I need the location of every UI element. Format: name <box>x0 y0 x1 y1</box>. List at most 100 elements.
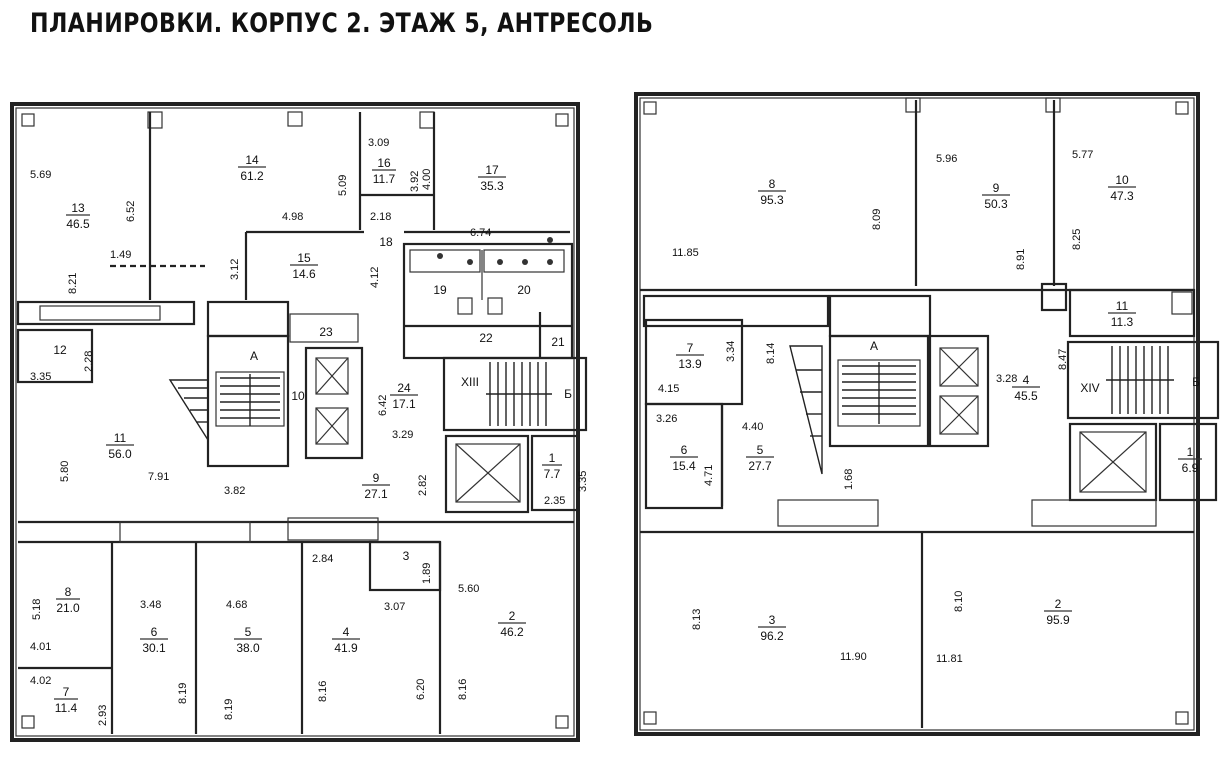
svg-text:95.9: 95.9 <box>1046 613 1070 627</box>
svg-text:8.14: 8.14 <box>765 343 777 364</box>
mezzanine-plan <box>634 92 1220 736</box>
floor5-room-labels: 13 46.5 14 61.2 16 11.7 17 35.3 15 14.6 … <box>53 153 572 715</box>
svg-text:3.09: 3.09 <box>368 137 389 149</box>
svg-text:4: 4 <box>1023 373 1030 387</box>
svg-text:6.42: 6.42 <box>377 395 389 416</box>
svg-text:30.1: 30.1 <box>142 641 166 655</box>
svg-text:3.48: 3.48 <box>140 599 161 611</box>
svg-text:8.19: 8.19 <box>223 699 235 720</box>
svg-text:1: 1 <box>549 451 556 465</box>
svg-text:2.82: 2.82 <box>417 475 429 496</box>
room-17[interactable]: 17 35.3 <box>478 163 506 193</box>
room-7[interactable]: 7 11.4 <box>54 685 78 715</box>
svg-text:2.35: 2.35 <box>544 495 565 507</box>
svg-text:4.01: 4.01 <box>30 641 51 653</box>
label-21: 21 <box>551 335 565 349</box>
svg-text:3.12: 3.12 <box>229 259 241 280</box>
room-4[interactable]: 4 41.9 <box>332 625 360 655</box>
label-10: 10 <box>291 389 305 403</box>
svg-text:56.0: 56.0 <box>108 447 132 461</box>
svg-text:6.20: 6.20 <box>415 679 427 700</box>
svg-text:2: 2 <box>1055 597 1062 611</box>
svg-text:10: 10 <box>1115 173 1129 187</box>
svg-text:4.00: 4.00 <box>421 169 433 190</box>
svg-text:35.3: 35.3 <box>480 179 504 193</box>
svg-text:15: 15 <box>297 251 311 265</box>
svg-text:24: 24 <box>397 381 411 395</box>
svg-text:27.1: 27.1 <box>364 487 388 501</box>
room-8[interactable]: 8 21.0 <box>56 585 80 615</box>
svg-text:8: 8 <box>65 585 72 599</box>
room-6[interactable]: 6 30.1 <box>140 625 168 655</box>
label-19: 19 <box>433 283 447 297</box>
label-12: 12 <box>53 343 67 357</box>
room-16[interactable]: 16 11.7 <box>372 156 396 186</box>
room-15[interactable]: 15 14.6 <box>290 251 318 281</box>
svg-text:50.3: 50.3 <box>984 197 1008 211</box>
svg-text:2.28: 2.28 <box>83 351 95 372</box>
room-2[interactable]: 2 46.2 <box>498 609 526 639</box>
svg-text:4.12: 4.12 <box>369 267 381 288</box>
svg-text:11.4: 11.4 <box>55 701 78 715</box>
svg-text:2.18: 2.18 <box>370 211 391 223</box>
room-1[interactable]: 1 7.7 <box>542 451 562 481</box>
mezz-room-8[interactable]: 8 95.3 <box>758 177 786 207</box>
mezz-room-11[interactable]: 11 11.3 <box>1108 299 1136 329</box>
svg-text:7.7: 7.7 <box>544 467 561 481</box>
mezz-room-4[interactable]: 4 45.5 <box>1012 373 1040 403</box>
room-5[interactable]: 5 38.0 <box>234 625 262 655</box>
svg-text:4.15: 4.15 <box>658 383 679 395</box>
mezz-room-10[interactable]: 10 47.3 <box>1108 173 1136 203</box>
svg-text:8.16: 8.16 <box>317 681 329 702</box>
svg-text:5.69: 5.69 <box>30 169 51 181</box>
mezz-room-5[interactable]: 5 27.7 <box>746 443 774 473</box>
room-11[interactable]: 11 56.0 <box>106 431 134 461</box>
mezz-room-1[interactable]: 1 6.9 <box>1178 445 1202 475</box>
room-24[interactable]: 24 17.1 <box>390 381 418 411</box>
label-23: 23 <box>319 325 333 339</box>
svg-text:11.3: 11.3 <box>1111 315 1134 329</box>
svg-text:8.21: 8.21 <box>67 273 79 294</box>
page-title: ПЛАНИРОВКИ. КОРПУС 2. ЭТАЖ 5, АНТРЕСОЛЬ <box>30 8 654 39</box>
svg-text:6.9: 6.9 <box>1182 461 1199 475</box>
label-22: 22 <box>479 331 493 345</box>
room-14[interactable]: 14 61.2 <box>238 153 266 183</box>
floor5-plan <box>10 102 588 742</box>
svg-text:8.09: 8.09 <box>871 209 883 230</box>
svg-text:21.0: 21.0 <box>56 601 80 615</box>
svg-text:5.96: 5.96 <box>936 153 957 165</box>
room-13[interactable]: 13 46.5 <box>66 201 90 231</box>
room-9[interactable]: 9 27.1 <box>362 471 390 501</box>
svg-text:3.35: 3.35 <box>30 371 51 383</box>
mezz-stair-xiv-label: XIV <box>1080 381 1099 395</box>
label-18: 18 <box>379 235 393 249</box>
mezz-stair-a-label: А <box>870 339 878 353</box>
svg-text:4.68: 4.68 <box>226 599 247 611</box>
svg-text:5.18: 5.18 <box>31 599 43 620</box>
svg-text:61.2: 61.2 <box>240 169 264 183</box>
svg-text:11: 11 <box>114 431 127 445</box>
svg-text:7: 7 <box>687 341 694 355</box>
svg-text:8.19: 8.19 <box>177 683 189 704</box>
mezz-room-7[interactable]: 7 13.9 <box>676 341 704 371</box>
svg-text:7.91: 7.91 <box>148 471 169 483</box>
svg-text:6: 6 <box>681 443 688 457</box>
svg-text:3.82: 3.82 <box>224 485 245 497</box>
svg-text:8.13: 8.13 <box>691 609 703 630</box>
svg-text:15.4: 15.4 <box>672 459 696 473</box>
svg-text:45.5: 45.5 <box>1014 389 1038 403</box>
svg-text:95.3: 95.3 <box>760 193 784 207</box>
svg-text:16: 16 <box>377 156 391 170</box>
svg-text:8.47: 8.47 <box>1057 349 1069 370</box>
mezz-room-2[interactable]: 2 95.9 <box>1044 597 1072 627</box>
label-3: 3 <box>403 549 410 563</box>
svg-text:3.34: 3.34 <box>725 341 737 362</box>
mezz-room-9[interactable]: 9 50.3 <box>982 181 1010 211</box>
mezz-room-3[interactable]: 3 96.2 <box>758 613 786 643</box>
stair-xiii-label: XIII <box>461 375 479 389</box>
svg-text:13: 13 <box>71 201 85 215</box>
mezz-room-6[interactable]: 6 15.4 <box>670 443 698 473</box>
label-20: 20 <box>517 283 531 297</box>
svg-text:11: 11 <box>1116 299 1129 313</box>
